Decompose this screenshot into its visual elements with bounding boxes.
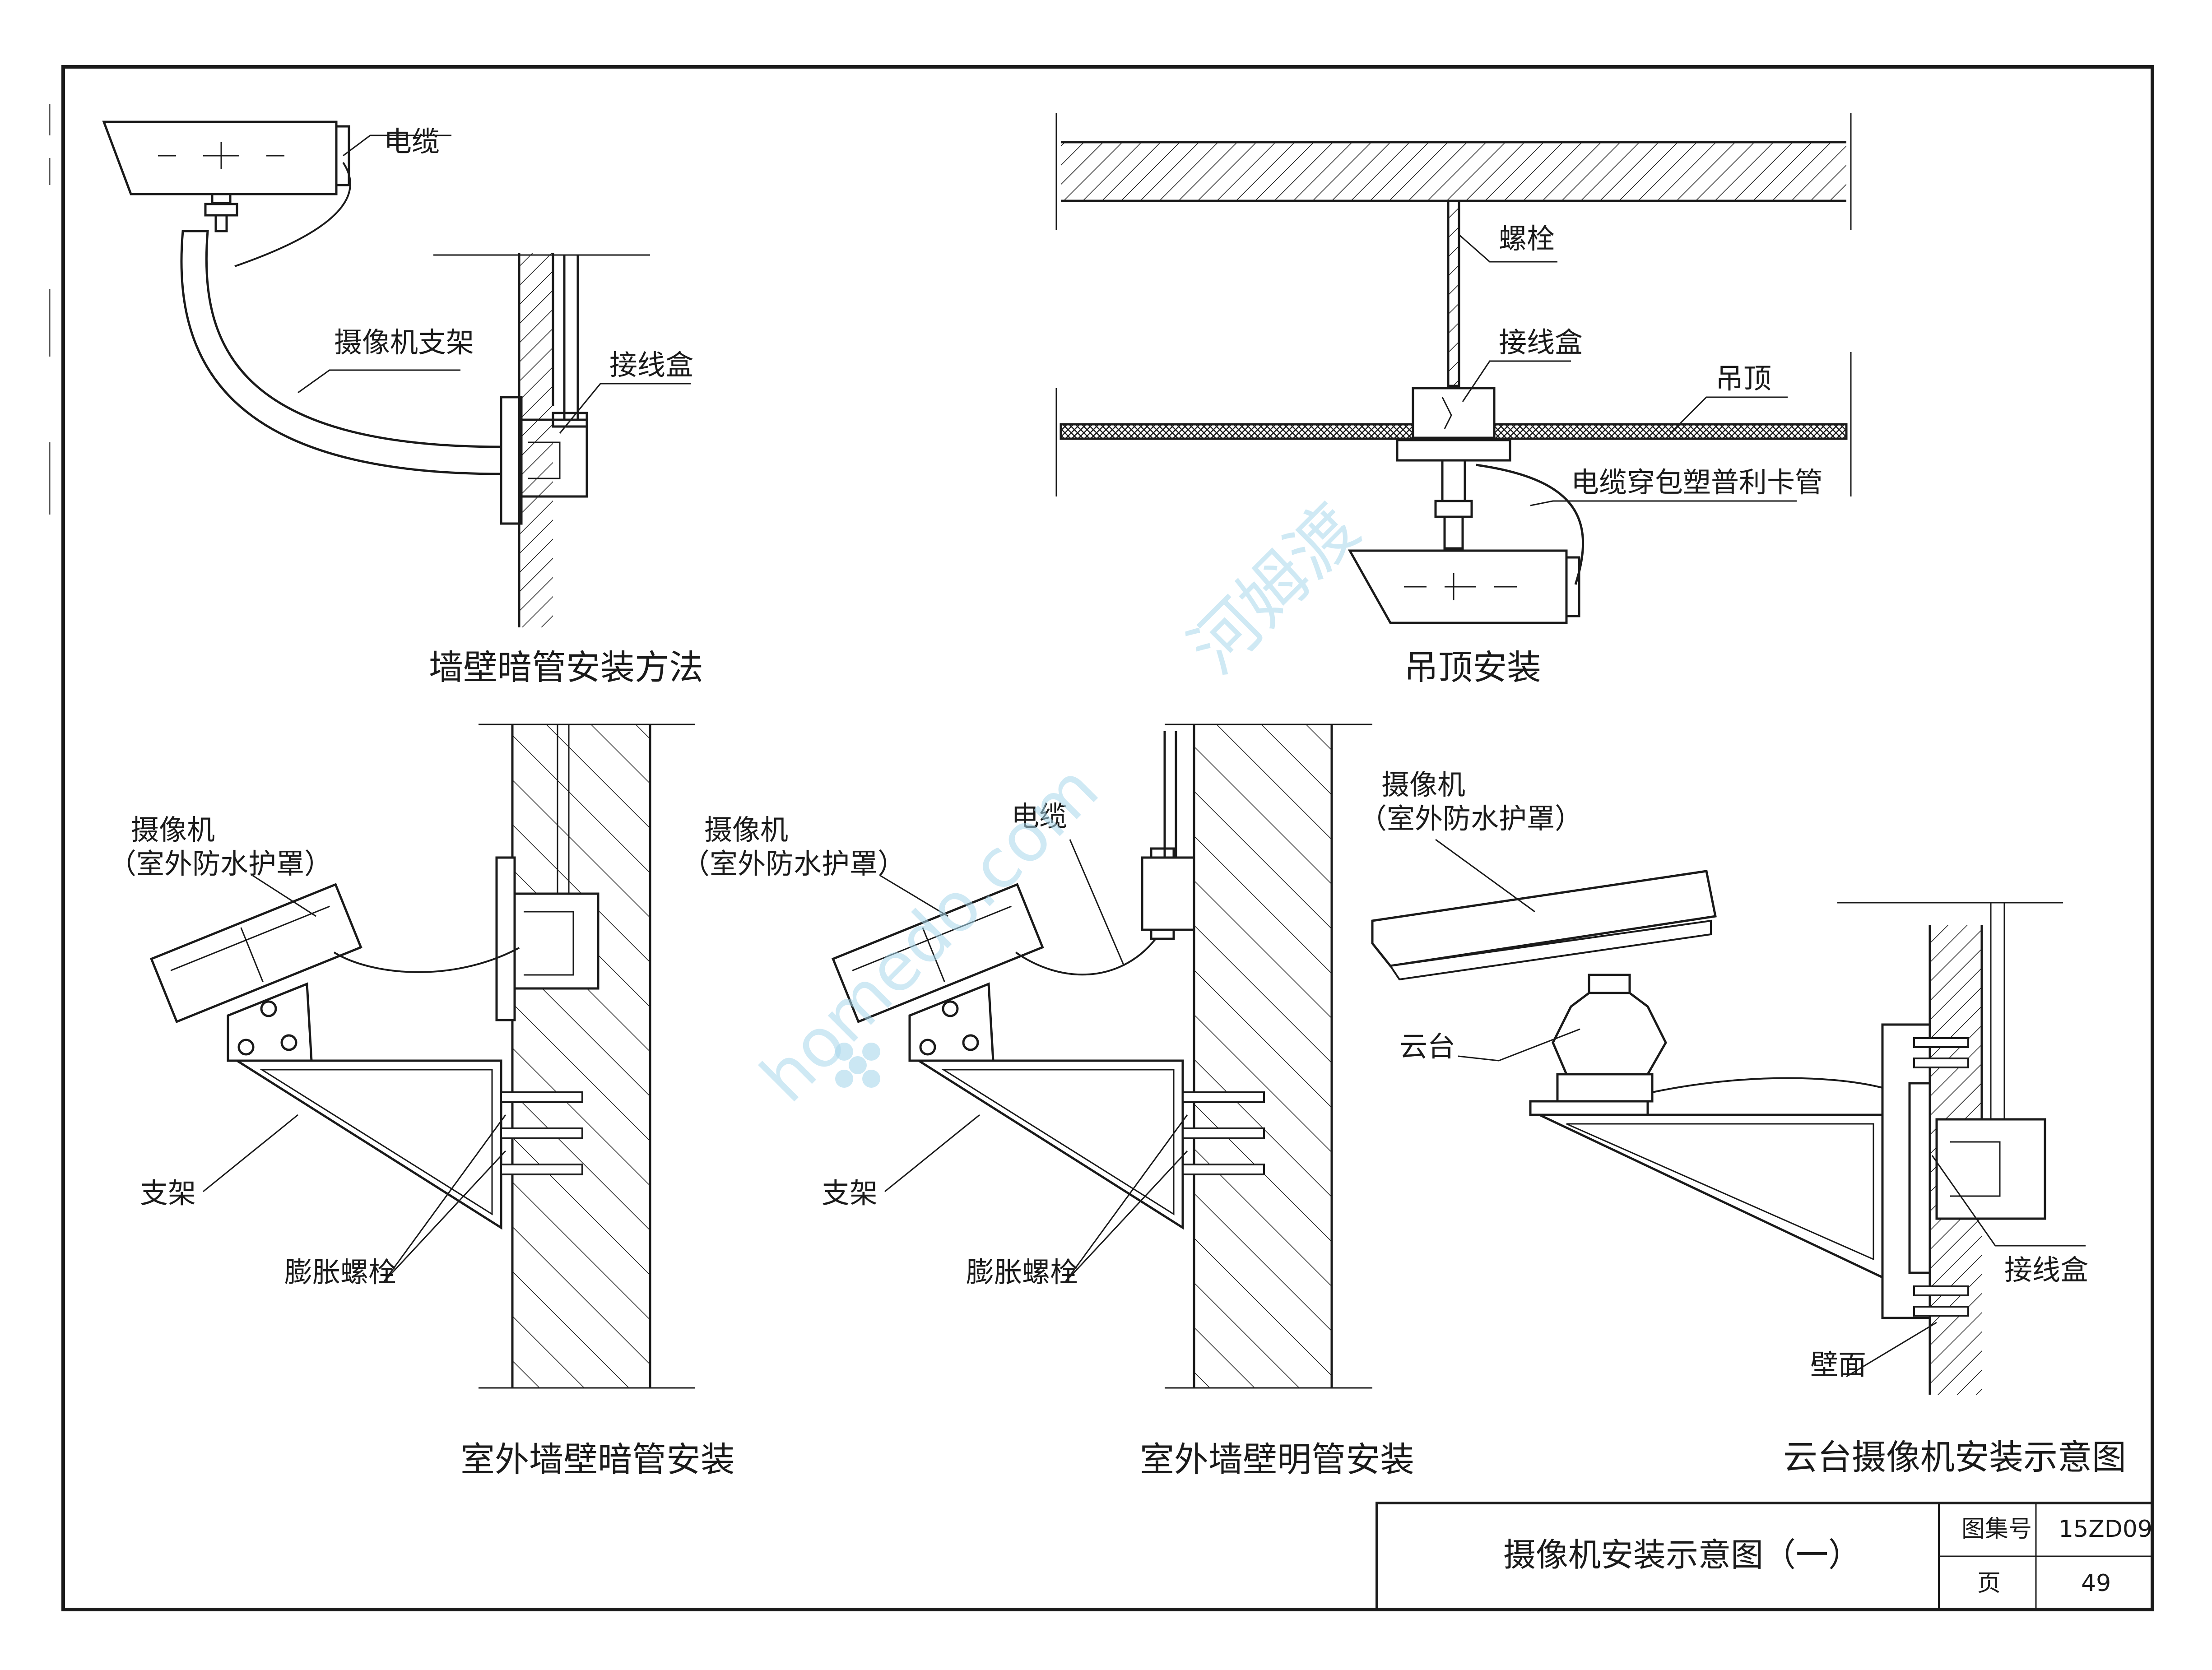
- outdoor-bracket-2: [915, 1059, 1184, 1230]
- label-suspended-ceiling: 吊顶: [1715, 362, 1771, 395]
- surface-junction-box: [1141, 856, 1195, 931]
- label-bracket-1: 支架: [140, 1177, 196, 1210]
- diagram-wall-concealed: [102, 121, 691, 627]
- sheet-frame: [61, 65, 2154, 1611]
- label-junction-box: 接线盒: [609, 348, 693, 381]
- title-block: [1376, 1502, 2154, 1611]
- ceiling-junction-box: [1412, 387, 1496, 439]
- atlas-number-label: 图集号: [1961, 1516, 2032, 1543]
- pan-tilt-junction-box: [1935, 1118, 2046, 1220]
- outdoor-camera-2: [832, 883, 1044, 1023]
- camera-body: [102, 121, 338, 195]
- outdoor-camera-1: [150, 883, 362, 1023]
- pan-tilt-bracket: [1538, 1113, 1884, 1279]
- hanger-bolt: [1447, 199, 1460, 387]
- pan-tilt-head-base: [1556, 1073, 1654, 1103]
- page-number: 49: [2081, 1570, 2111, 1597]
- label-bracket-2: 支架: [822, 1177, 878, 1210]
- pan-tilt-camera: [1371, 870, 1717, 967]
- caption-ceiling: 吊顶安装: [1404, 647, 1541, 687]
- cable-line: [234, 162, 351, 267]
- diagram-pan-tilt: [1371, 839, 2086, 1395]
- wall-junction-box: [513, 892, 599, 990]
- outdoor-bracket-1: [233, 1059, 502, 1230]
- caption-wall-concealed: 墙壁暗管安装方法: [429, 647, 703, 687]
- watermark-brand: 河姆渡: [1175, 489, 1374, 688]
- label-wall-surface: 壁面: [1810, 1348, 1866, 1381]
- wall-hatch: [519, 253, 553, 627]
- label-expansion-bolt-2: 膨胀螺栓: [966, 1256, 1078, 1289]
- atlas-number: 15ZD09: [2059, 1516, 2152, 1543]
- label-cable: 电缆: [384, 125, 440, 158]
- label-expansion-bolt-1: 膨胀螺栓: [284, 1256, 396, 1289]
- label-camera-housing-1: （室外防水护罩）: [108, 847, 332, 880]
- cable-conduit: [1476, 464, 1585, 585]
- diagram-ceiling: [1055, 113, 1852, 624]
- caption-outdoor-concealed: 室外墙壁暗管安装: [460, 1439, 735, 1480]
- label-camera-2: 摄像机: [704, 813, 788, 846]
- outdoor-wall-2: [1194, 724, 1332, 1388]
- label-camera-housing-2: （室外防水护罩）: [682, 847, 906, 880]
- outdoor-wall-1: [512, 724, 650, 1388]
- label-bolt: 螺栓: [1499, 222, 1555, 255]
- title-block-title: 摄像机安装示意图（一）: [1503, 1536, 1861, 1574]
- label-cable-conduit: 电缆穿包塑普利卡管: [1571, 466, 1823, 499]
- caption-pan-tilt: 云台摄像机安装示意图: [1783, 1437, 2126, 1477]
- page-label: 页: [1977, 1570, 2001, 1597]
- label-camera-3: 摄像机: [1381, 768, 1465, 801]
- label-camera-bracket: 摄像机支架: [334, 326, 474, 359]
- label-camera-housing-3: （室外防水护罩）: [1359, 802, 1583, 835]
- label-pan-tilt-junction-box: 接线盒: [2004, 1253, 2088, 1286]
- label-pan-tilt: 云台: [1399, 1030, 1455, 1063]
- label-cable-2: 电缆: [1011, 800, 1067, 833]
- diagram-outdoor-concealed: [150, 724, 695, 1389]
- label-ceiling-junction-box: 接线盒: [1499, 326, 1583, 359]
- label-camera-1: 摄像机: [131, 813, 215, 846]
- watermark-flower-icon: [835, 1043, 880, 1088]
- ceiling-slab: [1061, 142, 1846, 201]
- caption-outdoor-exposed: 室外墙壁明管安装: [1140, 1439, 1414, 1480]
- diagram-outdoor-exposed: [832, 724, 1372, 1389]
